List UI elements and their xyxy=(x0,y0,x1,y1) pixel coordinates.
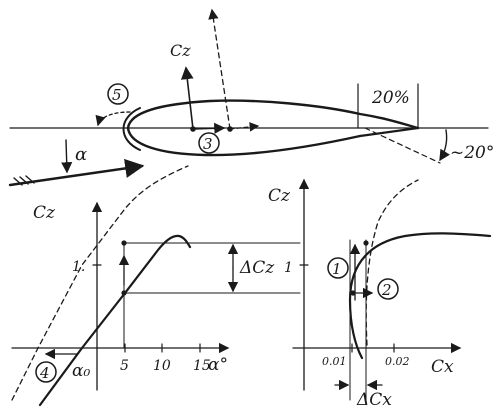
flap-solid xyxy=(358,126,420,138)
angle-of-attack-arrow xyxy=(61,139,73,174)
polar-x-label-002: 0.02 xyxy=(385,355,410,368)
marker-5-circle xyxy=(107,83,129,105)
lift-curve-x-label-15: 15 xyxy=(193,358,211,374)
polar-y-tick: 1 xyxy=(284,260,293,276)
airfoil-sketch: 20% ~20° Cz 3 5 α xyxy=(8,8,494,187)
polar-chart: Cz 1 0.01 0.02 Cx ΔCx 1 2 xyxy=(268,178,492,410)
marker-3-circle xyxy=(198,132,220,154)
drag-vector-dashed xyxy=(229,122,260,132)
marker-2-label: 2 xyxy=(381,281,392,299)
lift-curve-x-label-5: 5 xyxy=(120,358,129,374)
flap-angle-arc xyxy=(439,129,450,162)
lift-curve-point-upper xyxy=(121,240,127,246)
marker-1-circle xyxy=(327,257,349,279)
polar-curve-flap xyxy=(365,179,419,346)
pressure-center-2 xyxy=(227,126,233,132)
flap-chord-label: 20% xyxy=(371,88,410,108)
leading-edge-slat xyxy=(122,107,141,151)
relative-wind-arrow xyxy=(8,158,145,187)
polar-y-label: Cz xyxy=(268,186,291,206)
delta-cz-label: ΔCz xyxy=(239,258,275,278)
flap-angle-label: ~20° xyxy=(450,143,494,163)
lift-curve-x-label-10: 10 xyxy=(153,358,171,374)
airfoil-upper-surface xyxy=(126,99,420,130)
lift-curve-flap xyxy=(11,165,189,401)
lift-curve-y-tick: 1. xyxy=(72,259,85,275)
lift-vector-dashed xyxy=(208,8,231,130)
polar-x-label-001: 0.01 xyxy=(322,355,347,368)
marker-2-circle xyxy=(377,278,399,300)
marker-1-label: 1 xyxy=(332,260,342,278)
alpha0-label: α₀ xyxy=(72,361,90,381)
marker-4-label: 4 xyxy=(39,364,50,382)
flap-deflected-dashed xyxy=(364,127,441,164)
marker-3-label: 3 xyxy=(203,135,213,153)
lift-label-top: Cz xyxy=(170,41,191,60)
drag-vector-solid xyxy=(192,122,226,134)
relative-wind-fletching xyxy=(13,175,35,186)
lift-curve-point-lower xyxy=(121,290,127,296)
polar-x-label: Cx xyxy=(431,357,454,377)
pressure-center-1 xyxy=(190,126,196,132)
lift-curve-basic xyxy=(38,234,192,407)
lift-curve-y-label: Cz xyxy=(33,203,56,223)
lift-curve-x-label: α° xyxy=(208,355,228,375)
marker-5-label: 5 xyxy=(112,86,122,104)
lift-vector-solid xyxy=(180,66,194,130)
airfoil-lower-surface xyxy=(126,126,362,157)
polar-point-upper xyxy=(363,240,369,246)
lift-curve-chart: Cz 1. 5 10 15 α° ΔCz α₀ 4 xyxy=(11,165,301,407)
marker-4-circle xyxy=(35,361,57,383)
delta-cx-label: ΔCx xyxy=(356,390,392,410)
angle-of-attack-label: α xyxy=(75,144,87,165)
